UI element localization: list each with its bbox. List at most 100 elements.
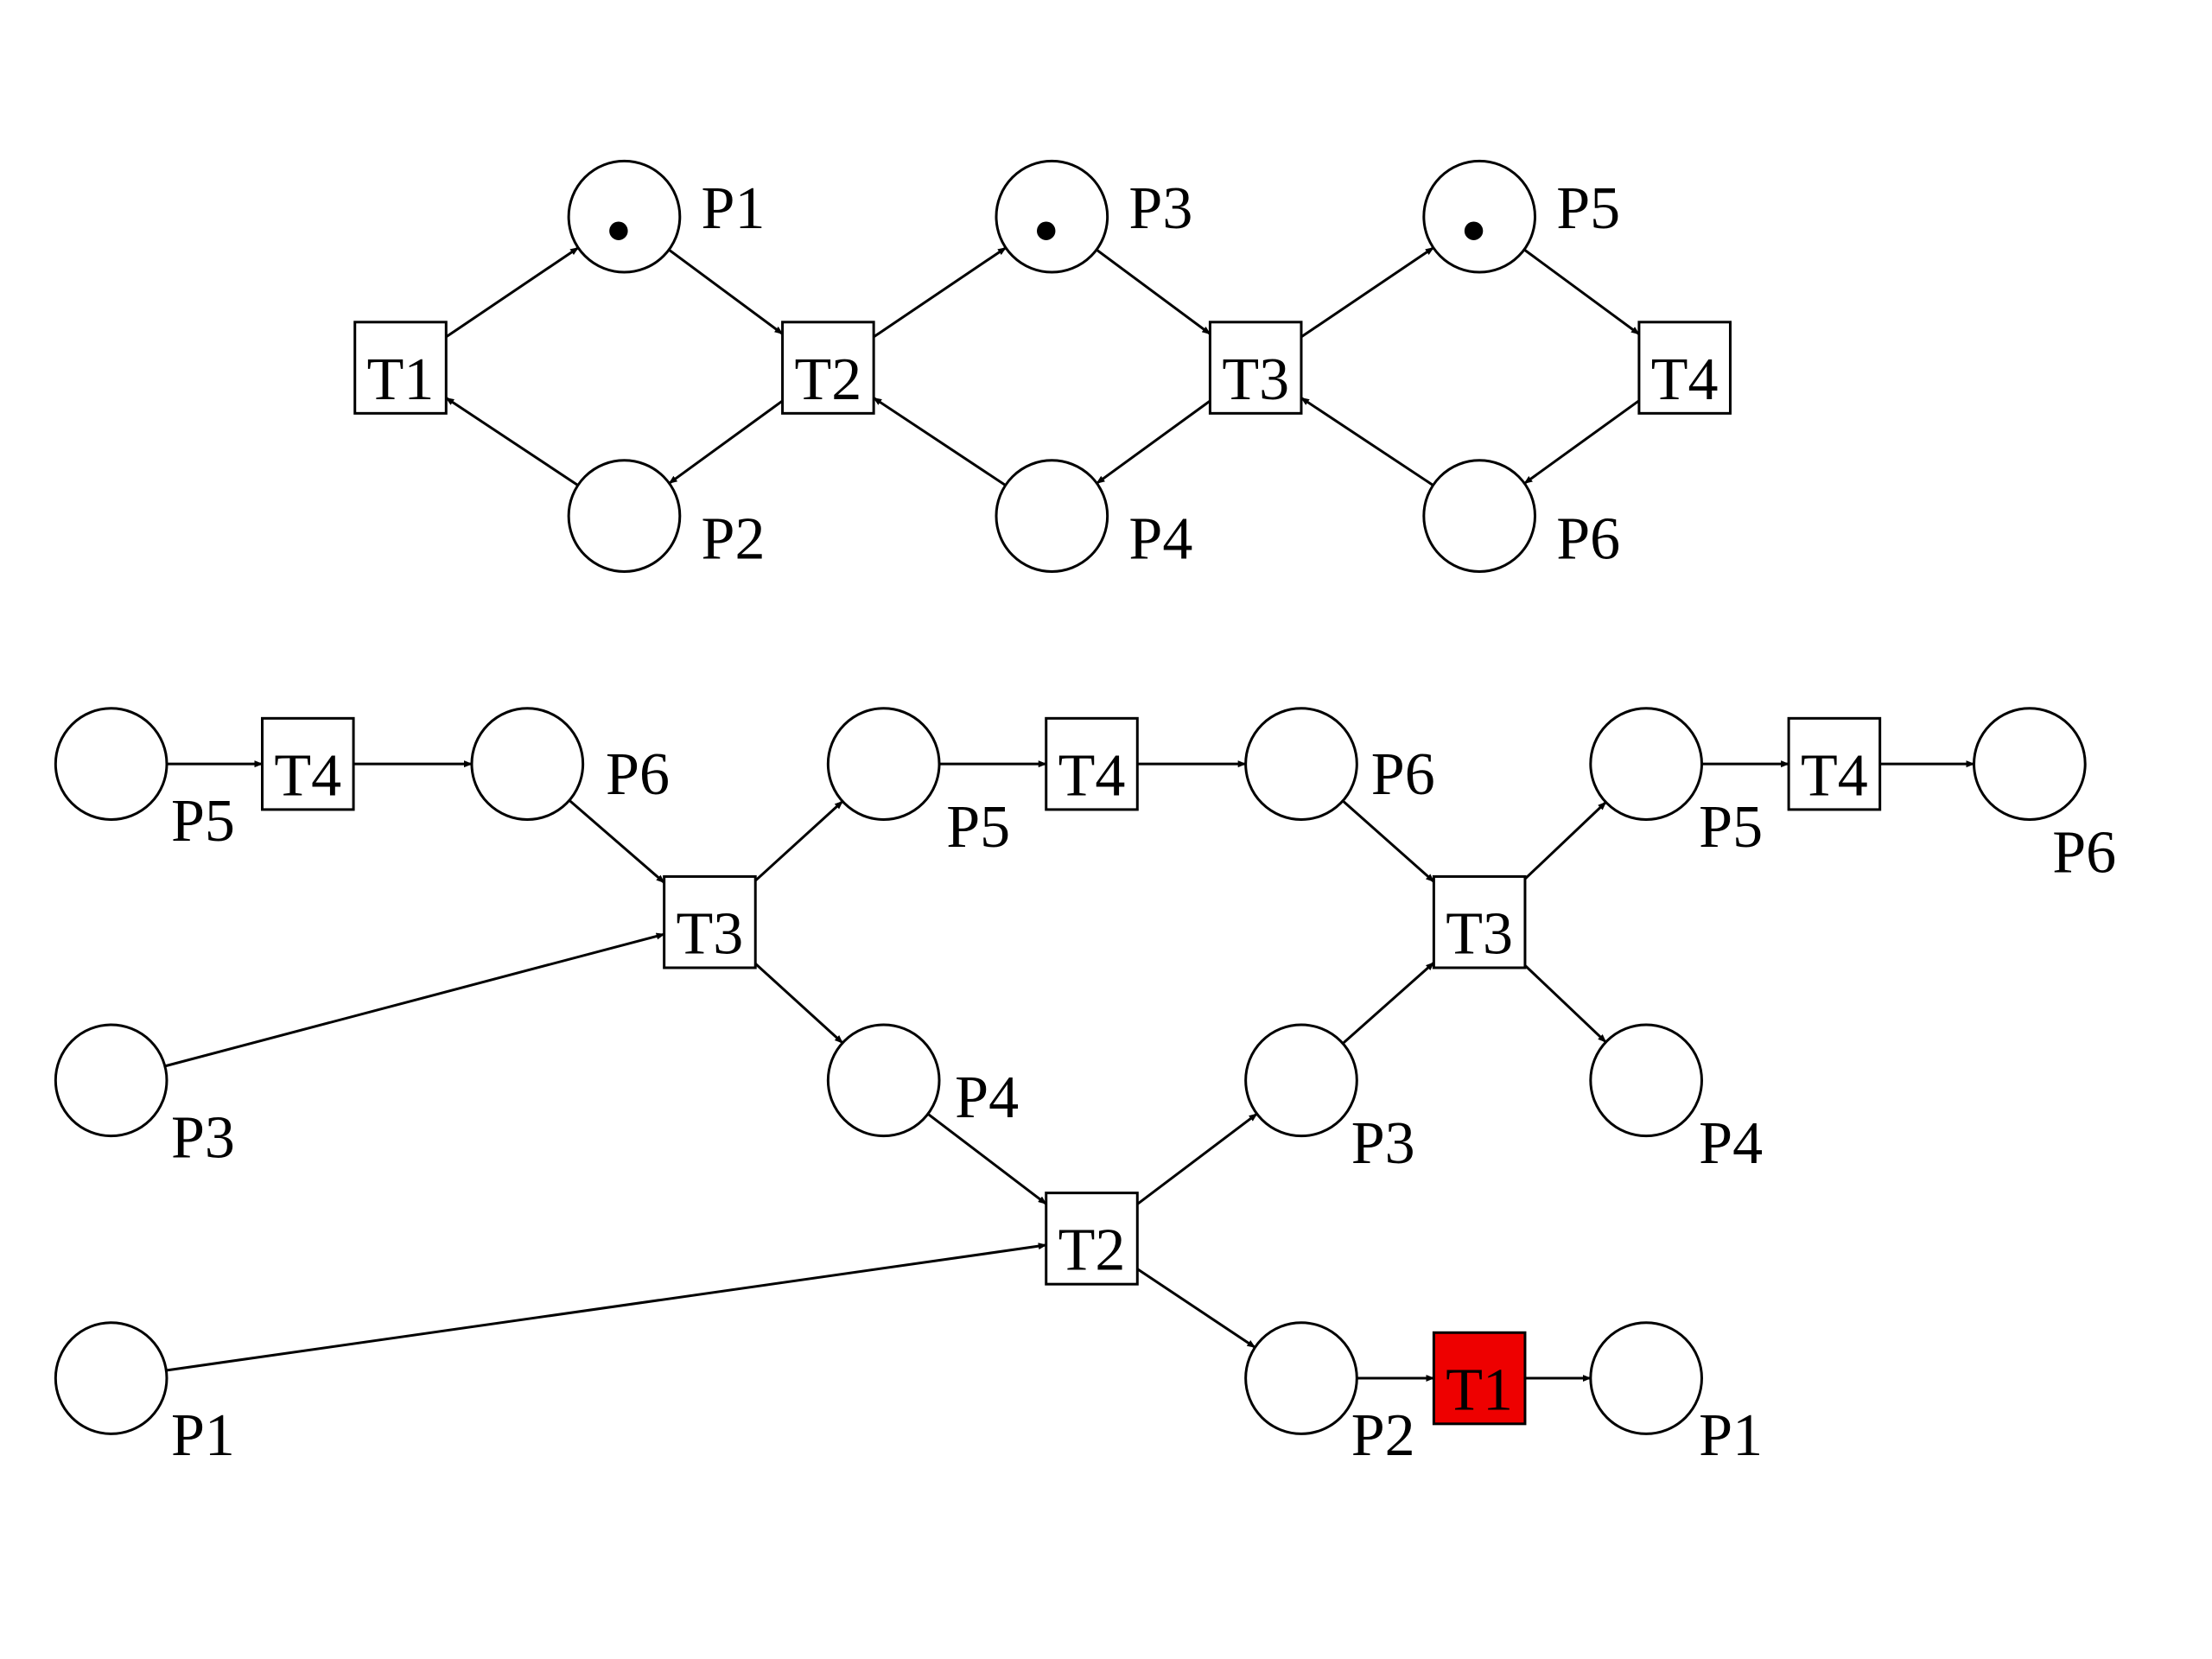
place-circle <box>1422 159 1536 274</box>
transition-box <box>261 716 355 811</box>
place-label: P2 <box>702 506 766 573</box>
transition-label: T2 <box>1058 1217 1126 1284</box>
place-label: P1 <box>1699 1402 1763 1469</box>
place-circle <box>995 159 1109 274</box>
place-label: P3 <box>1128 175 1192 242</box>
transition-label: T4 <box>274 742 341 809</box>
place-circle <box>1973 707 2087 821</box>
arc-p2-to-t1 <box>445 397 579 486</box>
net-transition-t2: T2 <box>781 321 875 415</box>
net-transition-t3: T3 <box>1208 321 1303 415</box>
place-circle <box>567 159 682 274</box>
transition-label: T1 <box>367 346 435 413</box>
token-dot <box>609 221 628 240</box>
unfolding-transition-t3: T3 <box>663 874 757 969</box>
arc-a4-to-e5 <box>1342 799 1435 883</box>
arc-e2-to-a3 <box>754 800 844 882</box>
transition-label: T4 <box>1651 346 1719 413</box>
place-label: P4 <box>1699 1110 1763 1177</box>
arc-t3-to-p4 <box>1096 399 1211 485</box>
place-circle <box>1589 1023 1703 1138</box>
unfolding-arcs <box>164 760 1975 1382</box>
unfolding-place-p3: P3 <box>54 1023 235 1171</box>
net-place-p2: P2 <box>567 459 766 573</box>
arc-e5-to-b4 <box>1523 964 1607 1044</box>
arc-e5-to-a5 <box>1523 801 1607 880</box>
transition-label: T4 <box>1801 742 1868 809</box>
transition-box <box>781 321 875 415</box>
unfolding-place-p5: P5 <box>826 707 1010 861</box>
place-label: P6 <box>606 741 670 808</box>
arc-p6-to-t3 <box>1300 397 1434 486</box>
unfolding-place-p6: P6 <box>1973 707 2116 886</box>
net-place-p4: P4 <box>995 459 1192 573</box>
unfolding-place-p6: P6 <box>1244 707 1435 821</box>
unfolding-place-p5: P5 <box>1589 707 1763 861</box>
transition-label: T1 <box>1446 1357 1513 1423</box>
unfolding-place-p5: P5 <box>54 707 235 855</box>
transition-box <box>1045 1192 1139 1286</box>
arc-t2-to-p2 <box>668 399 784 485</box>
place-circle <box>470 707 585 821</box>
token-dot <box>1464 221 1484 240</box>
arc-c1-to-e4 <box>166 1243 1047 1372</box>
unfolding-transition-t4: T4 <box>261 716 355 811</box>
place-circle <box>826 1023 941 1138</box>
place-circle <box>1244 1023 1358 1138</box>
place-label: P4 <box>1128 506 1192 573</box>
arc-e4-to-b3 <box>1136 1112 1258 1205</box>
arc-e2-to-b2 <box>754 963 844 1045</box>
arc-t4-to-p6 <box>1523 399 1640 485</box>
place-label: P3 <box>1351 1110 1415 1177</box>
place-label: P3 <box>171 1104 235 1171</box>
net-place-p5: P5 <box>1422 159 1620 274</box>
transition-box <box>353 321 448 415</box>
transition-box <box>1637 321 1732 415</box>
net-place-p6: P6 <box>1422 459 1620 573</box>
unfolding-transition-t2: T2 <box>1045 1192 1139 1286</box>
transition-label: T3 <box>1222 346 1289 413</box>
arc-b2-to-e4 <box>926 1113 1047 1205</box>
unfolding-place-p1: P1 <box>1589 1321 1763 1469</box>
unfolding-place-p4: P4 <box>826 1023 1019 1138</box>
place-circle <box>1422 459 1536 573</box>
unfolding-transition-t4: T4 <box>1045 716 1139 811</box>
unfolding-place-p3: P3 <box>1244 1023 1415 1177</box>
place-label: P2 <box>1351 1402 1415 1469</box>
unfolding-transition-t3: T3 <box>1432 874 1527 969</box>
transition-box <box>1787 716 1882 811</box>
place-circle <box>54 1321 168 1435</box>
place-circle <box>54 707 168 821</box>
net-place-p3: P3 <box>995 159 1192 274</box>
unfolding-place-p2: P2 <box>1244 1321 1415 1469</box>
place-circle <box>1589 707 1703 821</box>
unfolding-place-p1: P1 <box>54 1321 235 1469</box>
net-place-p1: P1 <box>567 159 765 274</box>
place-circle <box>1589 1321 1703 1435</box>
unfolding-place-p6: P6 <box>470 707 670 821</box>
arc-p5-to-t4 <box>1523 248 1640 335</box>
place-label: P4 <box>955 1065 1019 1131</box>
transition-label: T3 <box>677 901 744 968</box>
petri-net-arcs <box>445 246 1640 486</box>
transition-box <box>1208 321 1303 415</box>
place-circle <box>54 1023 168 1138</box>
arc-b1-to-e2 <box>164 932 665 1068</box>
token-dot <box>1037 221 1056 240</box>
arc-p1-to-t2 <box>668 248 784 335</box>
place-circle <box>995 459 1109 573</box>
place-label: P5 <box>1556 175 1620 242</box>
net-transition-t4: T4 <box>1637 321 1732 415</box>
unfolding-place-p4: P4 <box>1589 1023 1763 1177</box>
transition-label: T3 <box>1446 901 1513 968</box>
place-circle <box>567 459 682 573</box>
arc-t1-to-p1 <box>445 246 579 339</box>
arc-b3-to-e5 <box>1342 961 1435 1045</box>
transition-box <box>1045 716 1139 811</box>
unfolding-transition-t1: T1 <box>1432 1331 1527 1426</box>
place-label: P5 <box>171 788 235 855</box>
place-label: P5 <box>946 794 1010 861</box>
